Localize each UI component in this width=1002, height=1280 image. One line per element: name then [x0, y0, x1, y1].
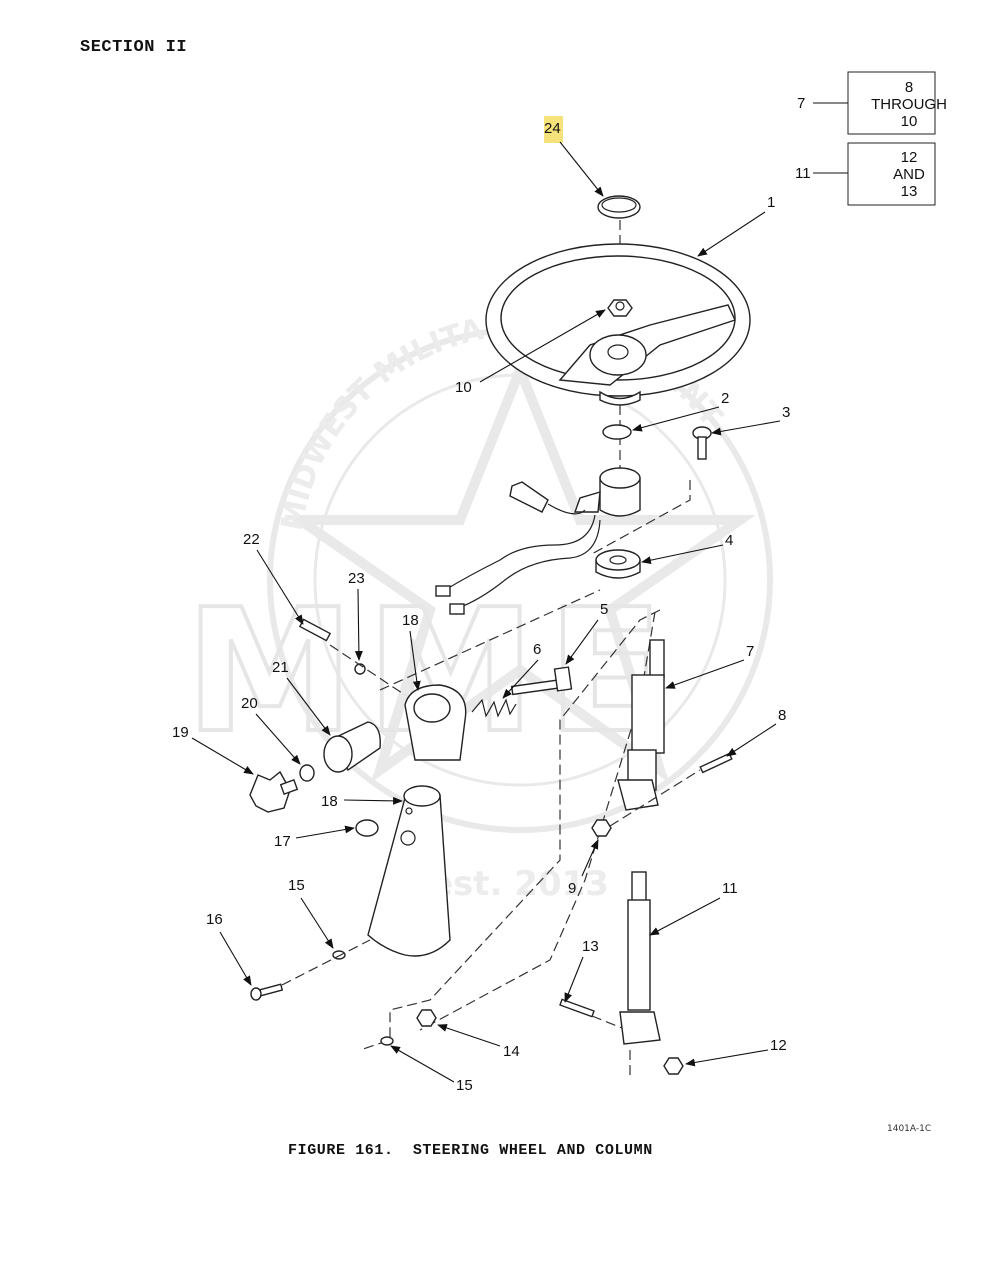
box-callout: 7	[797, 95, 805, 112]
screw-3	[692, 426, 712, 460]
box-line: 13	[901, 183, 918, 200]
reference-box-11: 11 12 AND 13	[795, 142, 936, 206]
callout-10: 10	[455, 379, 472, 396]
callout-20: 20	[241, 695, 258, 712]
reference-box-7: 7 8 THROUGH 10	[797, 71, 947, 135]
callout-13: 13	[582, 938, 599, 955]
screw-13	[559, 998, 595, 1018]
nut-12	[663, 1057, 684, 1075]
tilt-bracket	[404, 684, 467, 761]
washer-15b	[380, 1036, 394, 1046]
pin-8	[699, 752, 733, 774]
callout-21: 21	[272, 659, 289, 676]
nut-9	[591, 819, 612, 837]
callout-17: 17	[274, 833, 291, 850]
washer-20	[299, 764, 315, 782]
box-line: 10	[901, 113, 918, 130]
callout-11: 11	[722, 880, 738, 897]
box-line: 8	[905, 79, 913, 96]
drawing-code: 1401A-1C	[887, 1124, 932, 1134]
callout-18a: 18	[402, 612, 419, 629]
steering-nut	[607, 299, 633, 317]
lower-shaft	[619, 871, 661, 1045]
steering-wheel	[485, 243, 751, 406]
box-line: THROUGH	[871, 96, 947, 113]
callout-4: 4	[725, 532, 733, 549]
screw-16	[250, 983, 284, 1001]
callout-23: 23	[348, 570, 365, 587]
column-cover	[367, 785, 451, 957]
tilt-knob	[249, 770, 299, 813]
callout-3: 3	[782, 404, 790, 421]
callout-16: 16	[206, 911, 223, 928]
section-title: SECTION II	[80, 38, 188, 57]
box-line: AND	[893, 166, 925, 183]
callout-22: 22	[243, 531, 260, 548]
callout-5: 5	[600, 601, 608, 618]
grommet	[355, 819, 379, 837]
callout-8: 8	[778, 707, 786, 724]
callout-2: 2	[721, 390, 729, 407]
retaining-ring	[602, 424, 632, 440]
upper-shaft	[617, 639, 665, 811]
figure-caption: FIGURE 161. STEERING WHEEL AND COLUMN	[288, 1142, 653, 1159]
callout-14: 14	[503, 1043, 520, 1060]
lever-housing	[323, 721, 381, 773]
callout-15a: 15	[288, 877, 305, 894]
watermark-est-text: est. 2013	[430, 864, 609, 904]
turn-signal-switch	[435, 467, 641, 615]
callouts: 24 1 10 2 3 4 5 6 7 8 9 11 13 12 14 15 1	[172, 116, 790, 1094]
box-callout: 11	[795, 165, 811, 182]
callout-9: 9	[568, 880, 576, 897]
callout-1: 1	[767, 194, 775, 211]
callout-24: 24	[544, 120, 561, 137]
cancel-cam	[595, 549, 641, 579]
watermark: MIDWEST MILITARY EQUIPMENT MME est. 2013	[183, 308, 773, 904]
box-line: 12	[901, 149, 918, 166]
callout-19: 19	[172, 724, 189, 741]
callout-15b: 15	[456, 1077, 473, 1094]
horn-button	[597, 195, 641, 219]
callout-12: 12	[770, 1037, 787, 1054]
spring	[471, 698, 517, 718]
lock-bolt	[510, 666, 573, 696]
washer-15a	[332, 950, 346, 960]
callout-7: 7	[746, 643, 754, 660]
nut-14	[416, 1009, 437, 1027]
callout-18b: 18	[321, 793, 338, 810]
callout-6: 6	[533, 641, 541, 658]
callout-24-highlight	[544, 116, 563, 143]
